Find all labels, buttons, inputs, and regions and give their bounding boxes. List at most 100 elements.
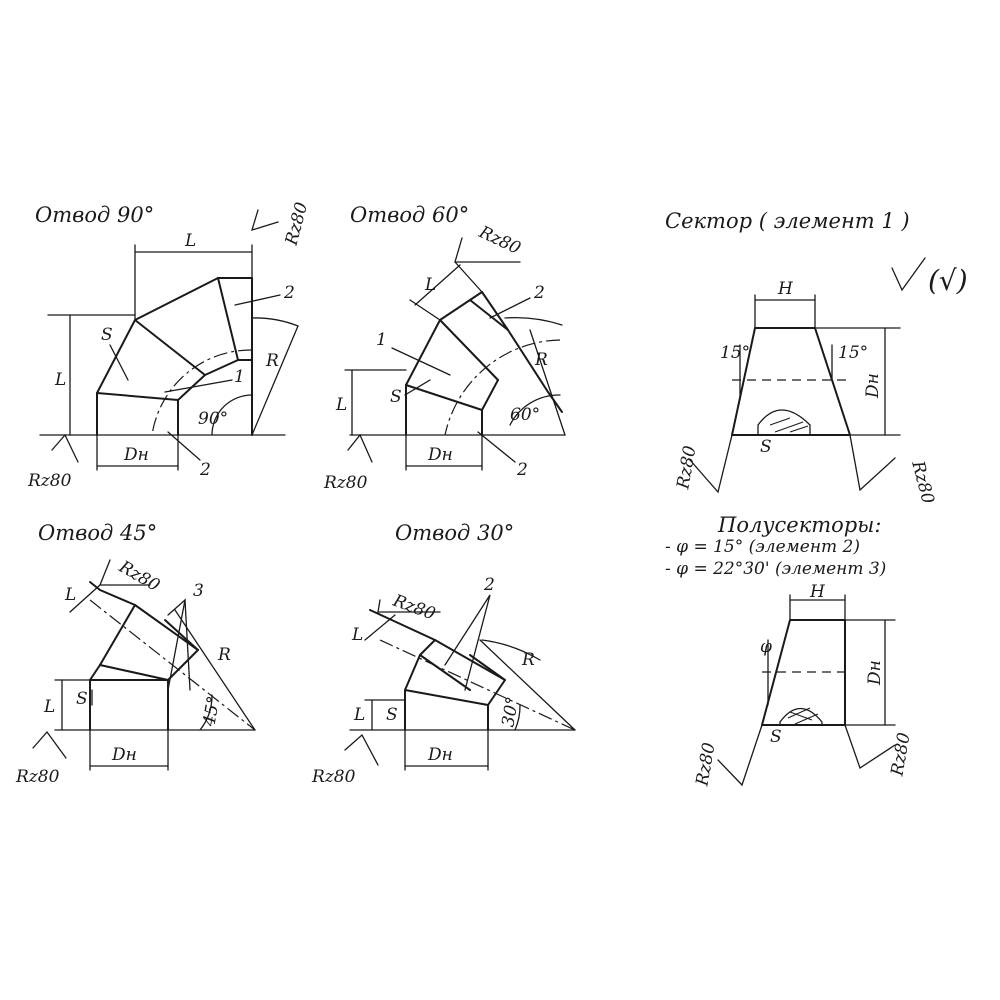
bend-90-dim-S: S (101, 325, 113, 345)
bend-90-joint (217, 277, 239, 361)
bend-45-dim-L-left: L (43, 697, 55, 717)
bend-45-contour (89, 581, 136, 606)
bend-60-outer-contour (481, 291, 563, 413)
bend-45-outer-contour (89, 604, 136, 731)
bend-45-roughness-symbol (32, 730, 67, 759)
bend-60-inner-contour (481, 379, 499, 436)
bend-30-dim-R: R (521, 650, 535, 670)
bend-60-roughness-bottom: Rz80 (323, 473, 368, 493)
half-sector-hatch (794, 713, 819, 725)
bend-45-callout-leader (184, 599, 191, 691)
bend-90-outer-contour (96, 277, 253, 436)
bend-90-callout-2-bottom: 2 (199, 460, 211, 480)
bend-60-outer-contour (405, 291, 483, 436)
sector-view: Сектор ( элемент 1 ) (√) H Dн 15° 15° S … (665, 209, 968, 506)
bend-60-angle: 60° (510, 405, 540, 425)
bend-60-centerline (444, 339, 561, 436)
general-roughness-check-icon (891, 257, 926, 292)
bend-90-angle: 90° (198, 409, 228, 429)
sector-roughness-right: Rz80 (907, 458, 938, 506)
bend-60-wall-leader (404, 379, 431, 396)
bend-30-centerline (379, 639, 576, 731)
bend-90-joint (134, 319, 206, 376)
bend-60-callout-1: 1 (376, 330, 387, 350)
bend-45-angle-arc (199, 694, 213, 731)
bend-60-dim-L-top: L (424, 275, 436, 295)
bend-90-callout-leader (164, 379, 233, 393)
bend-30-callout-leader (444, 594, 491, 691)
bend-30-angle: 30° (498, 695, 523, 728)
bend-30-joint (419, 654, 471, 691)
bend-60-dim-S: S (390, 387, 402, 407)
bend-90-wall-leader (109, 344, 129, 381)
bend-90-dim-Dn: Dн (123, 445, 149, 465)
sector-dim-H: H (777, 279, 794, 299)
half-sector-line-2: - φ = 22°30' (элемент 3) (665, 559, 886, 579)
bend-30-dim-S: S (386, 705, 398, 725)
bend-90-dim-L-top: L (184, 231, 196, 251)
sector-hatch (769, 417, 791, 426)
sector-dim-Dn: Dн (863, 373, 883, 399)
half-sector-dim-Dn: Dн (865, 660, 885, 686)
bend-45-title: Отвод 45° (38, 521, 157, 545)
bend-30-view: Отвод 30° 2 R 30° L L S Dн Rz80 Rz80 (311, 521, 576, 787)
bend-45-roughness-top: Rz80 (115, 557, 164, 597)
half-sector-roughness-symbol (844, 724, 896, 770)
bend-60-title: Отвод 60° (350, 203, 469, 227)
bend-60-radius-arc (504, 316, 563, 326)
bend-60-joint (469, 299, 509, 331)
sector-title: Сектор ( элемент 1 ) (665, 209, 910, 233)
bend-30-dim-line (364, 614, 396, 641)
half-sector-wall-section (779, 707, 823, 726)
bend-45-view: Отвод 45° 3 R 45° L L S Dн Rz80 Rz (15, 521, 256, 787)
bend-60-roughness-symbol (454, 237, 521, 263)
sector-angle-left: 15° (720, 343, 750, 363)
bend-60-callout-2-top: 2 (533, 283, 545, 303)
bend-60-callout-leader (489, 297, 531, 319)
bend-45-dim-Dn: Dн (111, 745, 137, 765)
half-sector-view: Полусекторы: - φ = 15° (элемент 2) - φ =… (665, 513, 915, 788)
bend-45-angle: 45° (199, 695, 224, 729)
bend-30-roughness-symbol (344, 733, 379, 766)
bend-60-callout-leader (391, 347, 451, 376)
bend-45-joint (99, 664, 169, 681)
bend-45-dim-line (69, 584, 101, 613)
bend-60-dim-Dn: Dн (427, 445, 453, 465)
bend-90-centerline (151, 349, 253, 436)
bend-90-title: Отвод 90° (35, 203, 154, 227)
bend-90-roughness-bottom: Rz80 (27, 471, 72, 491)
bend-60-dim-line (414, 264, 461, 306)
bend-90-angle-arc (211, 394, 253, 436)
bend-90-callout-leader (234, 294, 281, 306)
bend-30-roughness-bottom: Rz80 (311, 767, 356, 787)
bend-30-dim-Dn: Dн (427, 745, 453, 765)
half-sector-dim-H: H (809, 582, 826, 602)
bend-30-roughness-symbol (377, 599, 441, 613)
bend-30-callout-2: 2 (483, 575, 495, 595)
general-roughness: (√) (928, 264, 968, 297)
bend-60-callout-2-bottom: 2 (516, 460, 528, 480)
sector-angle-right: 15° (838, 343, 868, 363)
bend-45-dim-S: S (76, 689, 88, 709)
bend-60-callout-leader (477, 431, 516, 463)
sector-hatch (789, 425, 809, 433)
bend-60-view: Отвод 60° L L Dн S R 60° 1 2 (323, 203, 566, 493)
bend-60-joint (405, 384, 483, 411)
half-sector-dim-S: S (770, 727, 782, 747)
half-sector-title: Полусекторы: (717, 513, 881, 537)
half-sector-roughness-symbol (717, 724, 763, 787)
bend-30-inner-contour (404, 689, 489, 731)
bend-60-roughness-top: Rz80 (475, 222, 524, 259)
bend-90-radius-line (251, 325, 299, 436)
half-sector-roughness-right: Rz80 (887, 731, 914, 778)
bend-45-radius-line (174, 609, 256, 731)
bend-30-dim-L-left: L (353, 705, 365, 725)
bend-30-roughness-top: Rz80 (389, 591, 438, 625)
bend-30-contour (469, 654, 506, 681)
bend-60-extension-line (454, 261, 483, 293)
sector-wall-section (757, 409, 811, 436)
bend-60-dim-L-left: L (335, 395, 347, 415)
bend-90-radius-arc (251, 317, 299, 327)
bend-90-callout-leader (167, 431, 201, 461)
